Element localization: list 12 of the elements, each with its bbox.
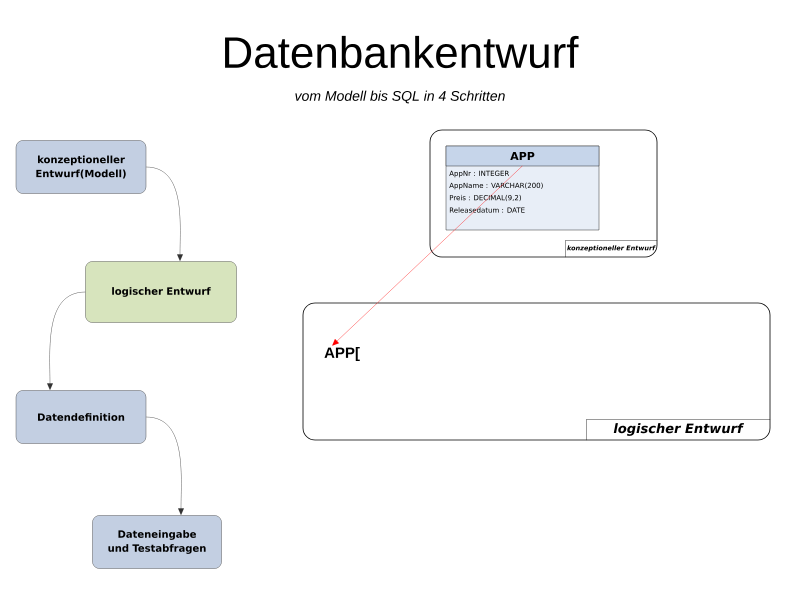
arrow: [332, 166, 523, 346]
arrow: [146, 416, 184, 515]
tab-label: logischer Entwurf: [586, 419, 771, 441]
process-box: Dateneingabe und Testabfragen: [92, 515, 222, 569]
arrow: [146, 166, 183, 261]
title: Datenbankentwurf: [225, 36, 579, 68]
table-name: APP[: [324, 347, 360, 361]
arrow: [47, 292, 86, 390]
process-box: Datendefinition: [16, 390, 146, 444]
subtitle: vom Modell bis SQL in 4 Schritten: [295, 90, 505, 104]
process-box: konzeptioneller Entwurf(Modell): [16, 140, 146, 194]
process-box: logischer Entwurf: [85, 261, 237, 323]
